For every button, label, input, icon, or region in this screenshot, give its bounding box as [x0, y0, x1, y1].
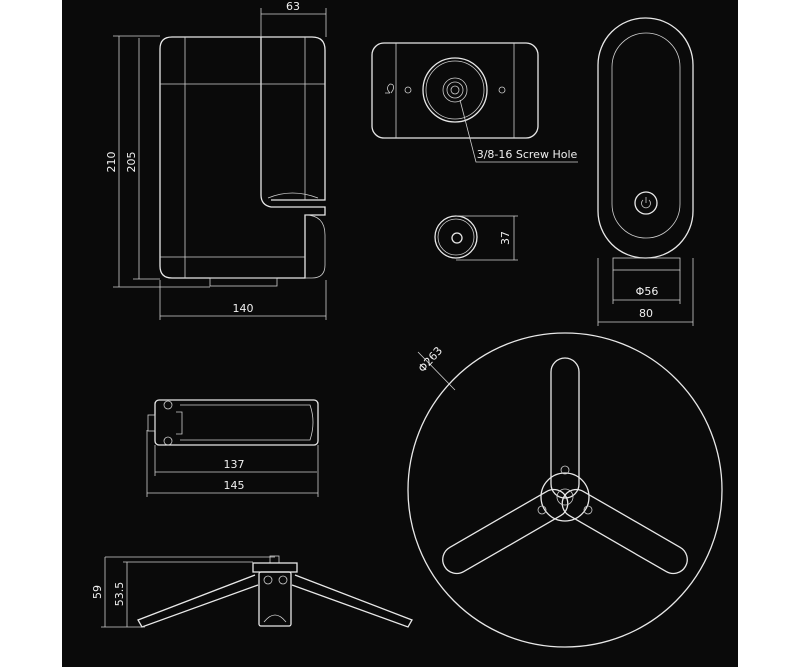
- screw-hole-label: 3/8-16 Screw Hole: [477, 148, 578, 161]
- rear-view: Φ56 80: [597, 17, 694, 326]
- side-view: 63 210 205 140: [105, 0, 327, 320]
- dim-total-length: 145: [224, 479, 245, 492]
- dim-base-diameter: Φ56: [636, 285, 659, 298]
- tripod-leg-3: [442, 488, 569, 575]
- tripod-side-view: 59 53.5: [91, 555, 413, 628]
- dim-total-height: 210: [105, 152, 118, 173]
- dim-head-width: 63: [286, 0, 300, 13]
- tripod-folded-view: 137 145: [146, 399, 319, 497]
- dim-inner-length: 137: [224, 458, 245, 471]
- power-button-icon: [634, 191, 658, 215]
- dim-body-height: 205: [125, 152, 138, 173]
- dim-span-diameter: Φ263: [416, 344, 446, 375]
- lanyard-icon: [385, 83, 394, 94]
- dim-width: 80: [639, 307, 653, 320]
- bottom-view: 37: [434, 215, 518, 261]
- screw-icon: [404, 86, 412, 94]
- drawing-panel: [62, 0, 738, 667]
- dim-tripod-height: 59: [91, 585, 104, 599]
- front-view: 3/8-16 Screw Hole: [371, 42, 578, 163]
- tripod-leg-1: [550, 357, 580, 499]
- dim-depth: 140: [233, 302, 254, 315]
- tripod-open-view: Φ263: [407, 332, 723, 648]
- tripod-leg-2: [561, 488, 688, 575]
- screw-icon: [498, 86, 506, 94]
- dim-bottom-diameter: 37: [499, 231, 512, 245]
- dim-tripod-base-height: 53.5: [113, 582, 126, 607]
